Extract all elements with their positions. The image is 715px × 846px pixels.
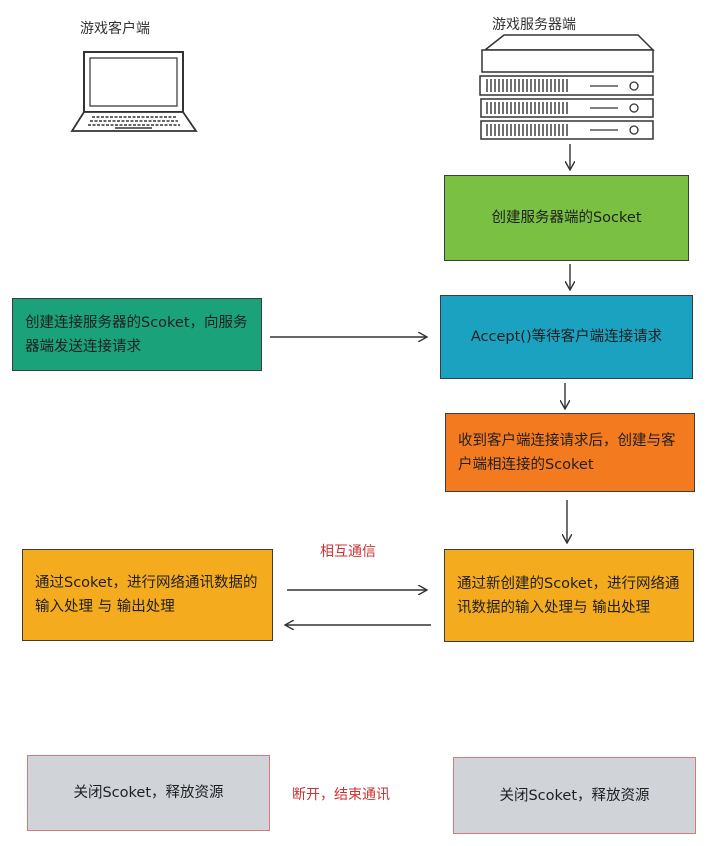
box-client-io: 通过Scoket，进行网络通讯数据的输入处理 与 输出处理	[22, 549, 273, 641]
box-accept-text: Accept()等待客户端连接请求	[470, 329, 663, 345]
box-client-io-text: 通过Scoket，进行网络通讯数据的输入处理 与 输出处理	[35, 575, 258, 615]
server-rack-icon	[479, 34, 655, 140]
box-receive-request-text: 收到客户端连接请求后，创建与客户端相连接的Scoket	[458, 432, 676, 473]
box-create-server-socket: 创建服务器端的Socket	[444, 175, 689, 261]
client-title: 游戏客户端	[80, 21, 150, 37]
box-server-io-text: 通过新创建的Scoket，进行网络通讯数据的输入处理与 输出处理	[457, 575, 680, 616]
box-accept: Accept()等待客户端连接请求	[440, 295, 693, 379]
box-client-connect-text: 创建连接服务器的Scoket，向服务器端发送连接请求	[25, 314, 248, 355]
box-client-connect: 创建连接服务器的Scoket，向服务器端发送连接请求	[12, 298, 262, 371]
box-server-close: 关闭Scoket，释放资源	[453, 757, 696, 834]
annotation-mutual: 相互通信	[320, 544, 376, 560]
box-client-close-text: 关闭Scoket，释放资源	[73, 785, 224, 801]
annotation-disconnect: 断开，结束通讯	[292, 787, 390, 803]
box-client-close: 关闭Scoket，释放资源	[27, 755, 270, 831]
box-create-server-socket-text: 创建服务器端的Socket	[491, 210, 642, 226]
box-receive-request: 收到客户端连接请求后，创建与客户端相连接的Scoket	[445, 413, 695, 492]
box-server-close-text: 关闭Scoket，释放资源	[499, 787, 650, 804]
laptop-icon	[70, 51, 198, 132]
server-title: 游戏服务器端	[492, 17, 576, 33]
box-server-io: 通过新创建的Scoket，进行网络通讯数据的输入处理与 输出处理	[444, 549, 694, 642]
